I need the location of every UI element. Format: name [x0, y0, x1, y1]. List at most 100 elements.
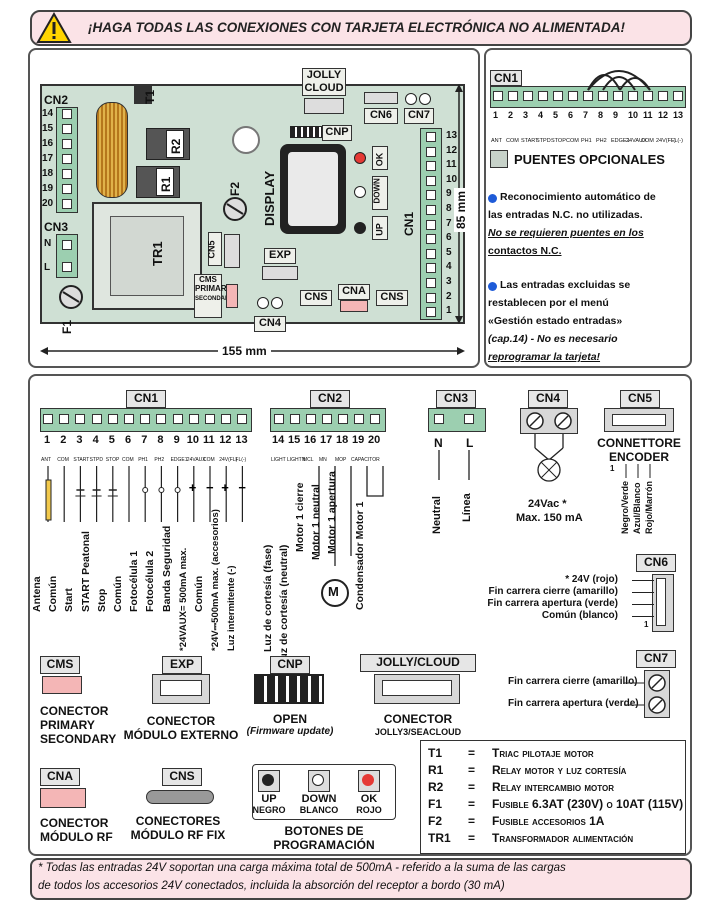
board-cn1-pin-label: 6 [446, 232, 452, 244]
wiring-cn1-tag: PH1 [138, 457, 148, 463]
wiring-cn2-tag: CAPACITOR [351, 457, 380, 463]
board-up-label: UP [372, 216, 388, 240]
wiring-cn2-number: 17 [320, 434, 333, 446]
board-cn6-label: CN6 [364, 108, 398, 124]
options-pin-name: START [521, 138, 539, 144]
board-cn2-pin-label: 16 [42, 138, 54, 149]
cna-connector-board [340, 300, 368, 312]
pin [91, 414, 102, 424]
wiring-cn6-wire: Fin carrera apertura (verde) [487, 598, 618, 609]
cn6-connector [364, 92, 398, 104]
board-cn1-pin-label: 11 [446, 159, 457, 171]
wiring-cn2-tag: MCL [303, 457, 314, 463]
svg-text:+: + [189, 480, 197, 495]
wiring-cn2-number: 16 [304, 434, 317, 446]
legend-code: R1 [428, 763, 444, 777]
legend-eq: = [468, 797, 476, 811]
board-cn3-n: N [44, 238, 52, 249]
legend-text: Transformador alimentación [492, 831, 634, 845]
board-cn1-pin-label: 2 [446, 290, 452, 302]
wiring-cn2-number: 19 [352, 434, 365, 446]
board-cn2-pin-label: 15 [42, 123, 54, 134]
board-cn3-terminal [56, 234, 78, 278]
pin [464, 414, 474, 424]
cnp-desc1: OPEN [272, 712, 307, 726]
wiring-cn1-tag: COM [57, 457, 69, 463]
legend-code: R2 [428, 780, 444, 794]
wiring-cn2-tag: MOP [335, 457, 347, 463]
down-button-board [354, 186, 366, 198]
wiring-cn2-desc: Motor 1 apertura [326, 471, 338, 554]
pin [62, 184, 72, 194]
wiring-cn6-line [632, 580, 654, 581]
pin [62, 199, 72, 209]
wiring-cn7-lines [624, 682, 644, 706]
ok-button [358, 770, 380, 792]
cn5-connector [224, 234, 240, 268]
legend-text: Relay intercambio motor [492, 780, 615, 794]
pin [274, 414, 284, 424]
wiring-cn6-wire: Común (blanco) [541, 610, 618, 621]
wiring-cn2-number: 18 [336, 434, 349, 446]
jolly-connector [304, 98, 344, 114]
wiring-cn6-wire: Fin carrera cierre (amarillo) [488, 586, 618, 597]
wiring-cn1-desc: Común [47, 575, 60, 612]
options-pin-number: 1 [493, 110, 499, 120]
wiring-cn5-pin1: 1 [610, 464, 615, 473]
pin [583, 91, 593, 101]
wiring-cn5-wire1: Negro/Verde [620, 480, 630, 534]
options-pin-number: 5 [553, 110, 559, 120]
pin [613, 91, 623, 101]
wiring-cn1-tag: EDGE1 [170, 457, 188, 463]
jolly-slot [382, 680, 452, 696]
wiring-cn6-line [632, 604, 654, 605]
wiring-cn2-desc: Motor 1 neutral [310, 484, 322, 560]
legend-eq: = [468, 746, 476, 760]
wiring-cn5-title: CN5 [620, 390, 660, 408]
board-cn1-pin-label: 12 [446, 144, 458, 156]
cms-connector [42, 676, 82, 694]
cnp-desc2: (Firmware update) [246, 726, 334, 737]
component-legend [420, 740, 686, 854]
cms-connector-board [226, 284, 238, 308]
board-cn1-pin-label: 10 [446, 173, 458, 185]
pin [62, 240, 72, 250]
wiring-cn3-n: N [434, 436, 443, 450]
wiring-cn1-number: 6 [125, 434, 132, 446]
board-cna-label: CNA [338, 284, 370, 300]
options-pin-name: STOP [551, 138, 566, 144]
wiring-cn3-title: CN3 [436, 390, 476, 408]
pin [205, 414, 215, 424]
board-cn2-label: CN2 [44, 93, 69, 107]
wiring-cn1-tag: FL(-) [235, 457, 247, 463]
pin [237, 414, 248, 424]
cms-title: CMS [40, 656, 80, 674]
note1-l3: No se requieren puentes en los [488, 227, 644, 239]
options-pin-name: PH1 [581, 138, 592, 144]
up-button [258, 770, 280, 792]
pin [59, 414, 70, 424]
board-down-label: DOWN [372, 176, 388, 210]
pin [124, 414, 134, 424]
options-pin-name: 24VAUX [626, 138, 647, 144]
pin [658, 91, 668, 101]
wiring-cn2-desc: Motor 1 cierre [294, 482, 306, 552]
wiring-cn1-desc: *24V⎓500mA max. (accesorios) [210, 509, 222, 651]
pin [426, 190, 436, 201]
board-cn2-pin-label: 20 [42, 198, 54, 209]
options-pin-name: STPD [536, 138, 551, 144]
cns-title: CNS [162, 768, 202, 786]
pin [426, 205, 436, 215]
legend-text: Triac pilotaje motor [492, 746, 594, 760]
wiring-cn6-wire: * 24V (rojo) [565, 574, 618, 585]
board-cn7-label: CN7 [404, 108, 434, 124]
wiring-cn1-title: CN1 [126, 390, 166, 408]
options-pin-name: EDGE1 [611, 138, 630, 144]
board-f2-label: F2 [228, 181, 242, 196]
options-pin-name: FL(-) [671, 138, 683, 144]
svg-text:−: − [238, 480, 246, 495]
